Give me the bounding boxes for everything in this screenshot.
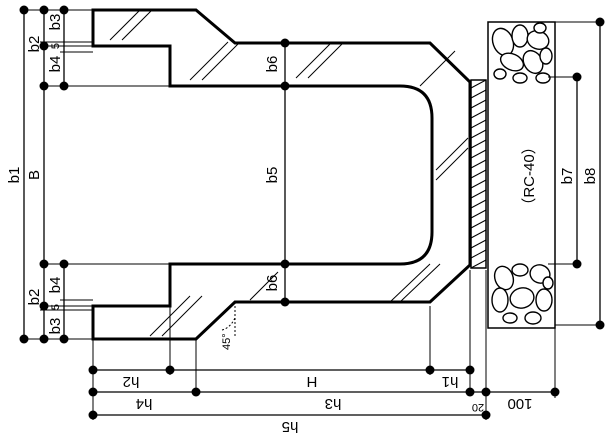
wing-wall-outline xyxy=(91,8,472,341)
label-20: 20 xyxy=(472,401,484,413)
angle-mark: 45° xyxy=(221,302,236,350)
left-dims: b1 B b2 b2 b3 5 b4 b4 5 b3 xyxy=(6,5,170,344)
stones-top xyxy=(491,22,553,84)
structure-outline xyxy=(91,8,472,341)
label-5-top: 5 xyxy=(50,43,62,49)
bottom-dims: h2 H h1 h4 h3 20 100 h5 xyxy=(88,270,560,435)
label-h5: h5 xyxy=(282,418,299,435)
label-b7: b7 xyxy=(559,168,576,185)
label-h3: h3 xyxy=(325,395,342,412)
label-h2: h2 xyxy=(123,373,140,390)
gravel-label: （RC-40） xyxy=(521,139,538,212)
body-hatching xyxy=(109,9,469,337)
gravel-fill: （RC-40） xyxy=(487,21,556,329)
label-5-bottom: 5 xyxy=(50,304,62,310)
label-h1: h1 xyxy=(442,373,459,390)
label-b6-bottom: b6 xyxy=(264,275,281,292)
label-b1: b1 xyxy=(6,167,23,184)
label-b3-top: b3 xyxy=(47,14,64,31)
label-b6-top: b6 xyxy=(264,56,281,73)
label-b2-bottom: b2 xyxy=(26,289,43,306)
label-b4-top: b4 xyxy=(47,56,64,73)
label-b8: b8 xyxy=(582,168,599,185)
label-h4: h4 xyxy=(136,395,153,412)
label-H: H xyxy=(307,373,318,390)
label-b3-bottom: b3 xyxy=(47,318,64,335)
joint-filler xyxy=(470,79,487,269)
label-B: B xyxy=(26,170,43,180)
stones-bottom xyxy=(491,263,554,325)
label-b4-bottom: b4 xyxy=(47,277,64,294)
label-b2-top: b2 xyxy=(26,36,43,53)
right-dims: b7 b8 xyxy=(548,17,605,330)
label-100: 100 xyxy=(507,395,532,412)
internal-dims: b5 b6 b6 xyxy=(264,38,290,307)
label-b5: b5 xyxy=(264,167,281,184)
angle-label: 45° xyxy=(221,333,233,350)
